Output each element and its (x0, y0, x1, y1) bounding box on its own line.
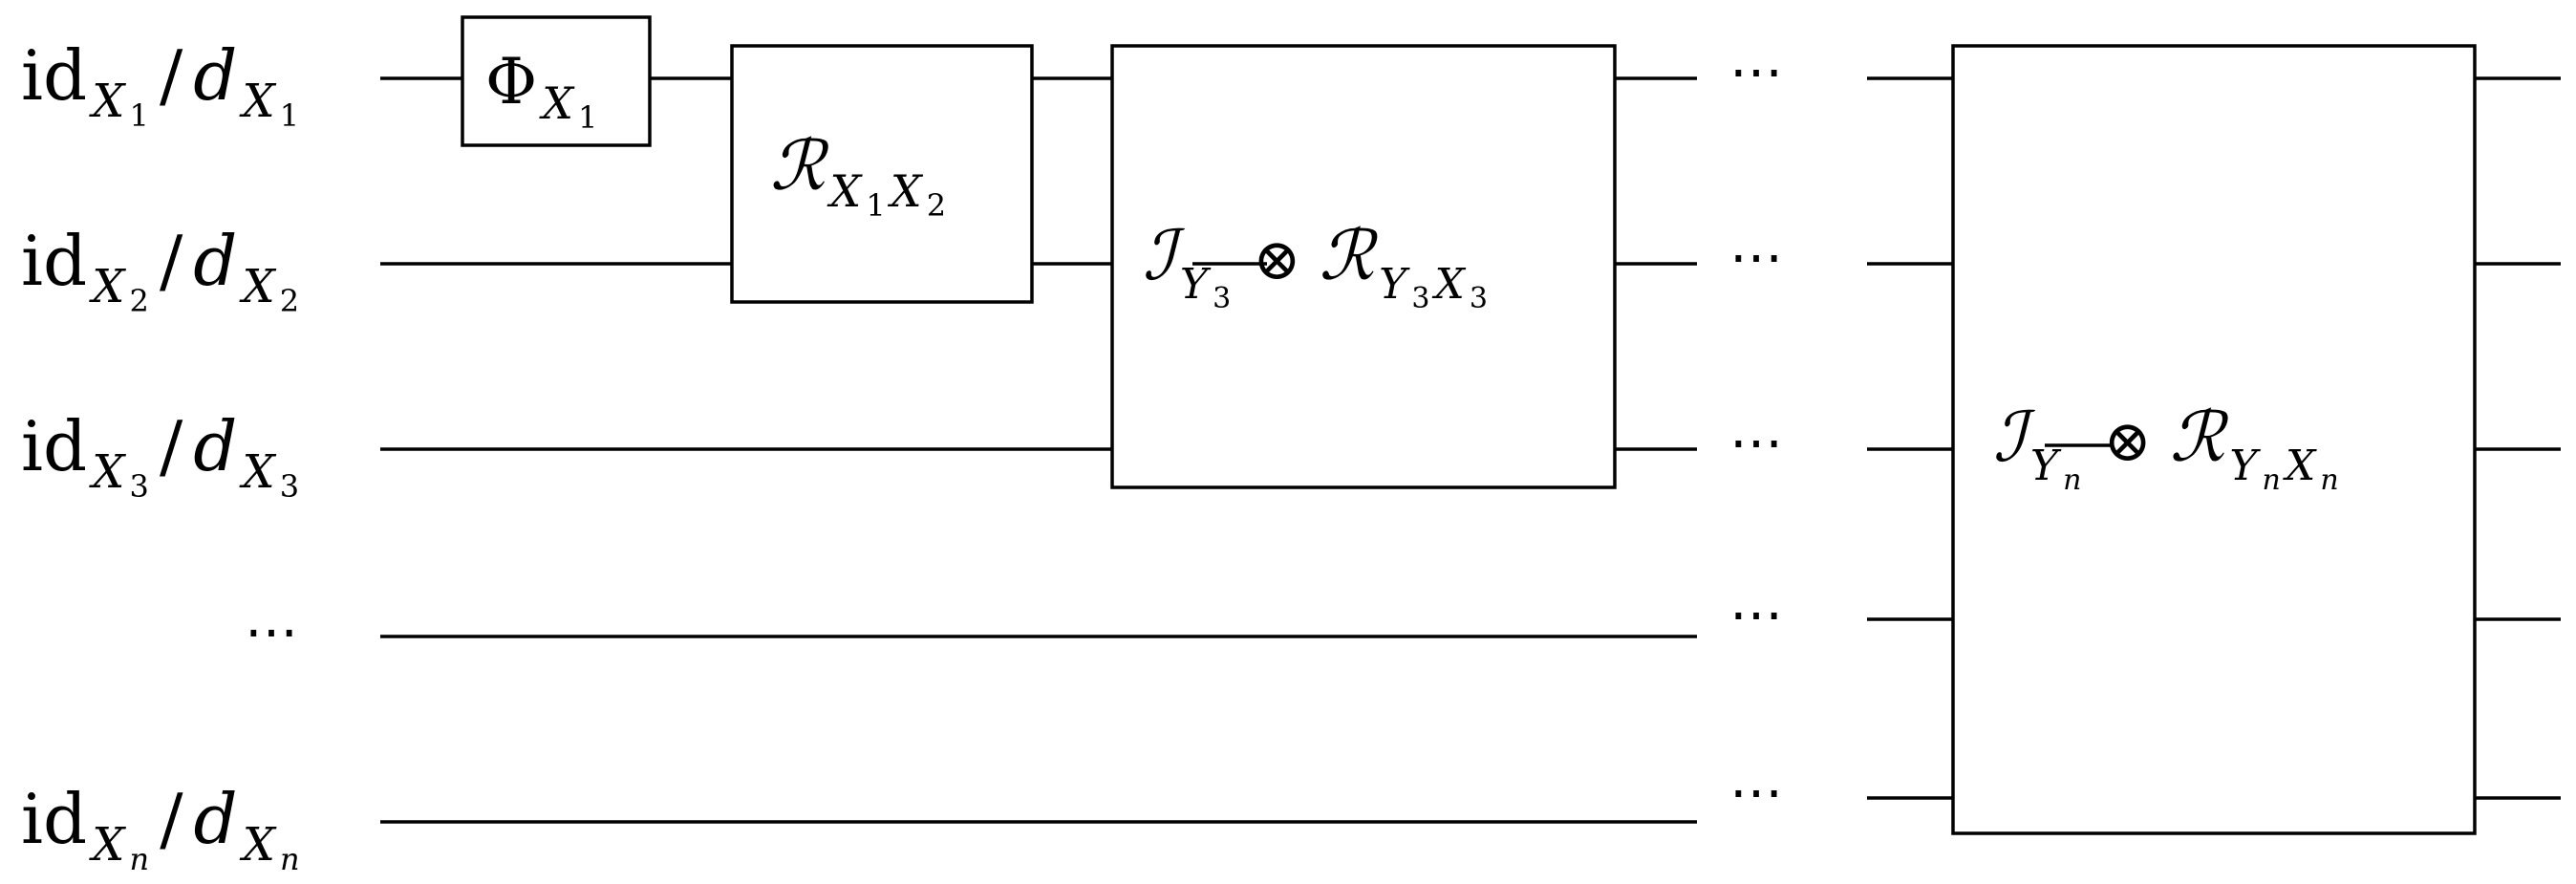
wire-label-3-subsub2: 3 (280, 468, 299, 505)
wire-label-n-subsub: n (129, 841, 149, 877)
wire-label-3-sub2: X (238, 445, 276, 499)
wire-label-1: id X 1 / d X 1 (21, 35, 299, 134)
gate-irn-r-sub-b: X (2283, 442, 2317, 490)
gate-r12-symbol: ℛ (770, 125, 829, 205)
gate-ir3-r-subsub-b: 3 (1470, 282, 1488, 315)
wire-label-1-subsub2: 1 (280, 97, 299, 134)
wire-label-3-sub: X (88, 445, 126, 499)
gate-ir3-r-subsub: 3 (1411, 282, 1429, 315)
wire-label-3: id X 3 / d X 3 (21, 406, 299, 505)
gate-irn-i-subsub: n (2063, 464, 2081, 497)
wire-label-3-main: id (21, 406, 87, 486)
ellipsis-row-1: ⋯ (1729, 41, 1796, 103)
wire-label-3-sep: / (160, 406, 183, 486)
wire-label-2-main: id (21, 221, 87, 301)
gate-irn: ℐ Y n ⊗ ℛ Y n X n (1951, 44, 2477, 835)
gate-irn-r-sub: Y (2229, 442, 2261, 490)
gate-irn-r-subsub: n (2263, 464, 2281, 497)
gate-phi-symbol: Φ (485, 45, 537, 119)
gate-ir3-r-sub: Y (1379, 260, 1410, 309)
wire-label-1-subsub: 1 (129, 97, 148, 134)
gate-ir3-box (1110, 44, 1617, 489)
gate-r12: ℛ X 1 X 2 (730, 44, 1034, 304)
ellipsis-row-3: ⋯ (1729, 412, 1796, 474)
wire-label-n-main2: d (194, 779, 238, 859)
ellipses: ⋯ ⋯ ⋯ ⋯ ⋯ (1729, 41, 1796, 824)
wire-label-3-subsub: 3 (129, 468, 148, 505)
wire-label-3-main2: d (193, 406, 237, 486)
gate-ir3-r-sub-b: X (1432, 260, 1467, 309)
gate-irn-box (1951, 44, 2477, 835)
wire-label-2-subsub2: 2 (280, 283, 299, 319)
gate-phi: Φ X 1 (461, 15, 652, 147)
wire-label-n-sub2: X (239, 818, 277, 872)
ellipsis-row-2: ⋯ (1729, 226, 1796, 289)
gate-r12-sub: X (827, 165, 864, 217)
wire-label-2: id X 2 / d X 2 (21, 221, 299, 319)
gate-phi-box (461, 15, 652, 147)
wire-label-2-subsub: 2 (129, 283, 148, 319)
wire-labels: id X 1 / d X 1 id X 2 / d X 2 id X 3 / d… (21, 35, 311, 877)
ellipsis-row-n: ⋯ (1729, 762, 1796, 824)
gate-r12-subsub: 1 (866, 187, 885, 224)
wire-label-n-main: id (21, 779, 87, 859)
gate-ir3-r-symbol: ℛ (1320, 215, 1379, 295)
wire-label-1-sep: / (160, 35, 183, 116)
wire-label-2-sep: / (160, 221, 183, 301)
ellipsis-row-4: ⋯ (1729, 584, 1796, 646)
gate-irn-r-subsub-b: n (2320, 464, 2338, 497)
gate-phi-label: Φ X 1 (485, 45, 597, 136)
gate-ir3-i-subsub: 3 (1213, 282, 1231, 315)
wire-label-2-sub2: X (238, 260, 276, 313)
gate-r12-box (730, 44, 1034, 304)
wires (380, 76, 2561, 824)
wire-label-n-sub: X (88, 818, 126, 872)
gate-irn-otimes: ⊗ (2103, 408, 2151, 475)
wire-label-1-main: id (21, 35, 87, 116)
wire-label-4-ellipsis: ⋯ (245, 601, 311, 663)
gate-ir3: ℐ Y 3 ⊗ ℛ Y 3 X 3 (1110, 44, 1617, 489)
wire-label-n-subsub2: n (280, 841, 300, 877)
wire-label-n: id X n / d X n (21, 779, 300, 877)
wire-label-1-sub2: X (238, 75, 276, 128)
gate-r12-sub-b: X (888, 165, 924, 217)
gate-phi-subsub: 1 (578, 99, 597, 136)
gate-r12-subsub-b: 2 (927, 187, 946, 224)
gate-irn-i-sub: Y (2030, 442, 2062, 490)
gate-irn-label: ℐ Y n ⊗ ℛ Y n X n (1993, 397, 2339, 497)
wire-label-1-sub: X (88, 75, 126, 128)
gate-irn-r-symbol: ℛ (2170, 397, 2229, 477)
wire-label-2-sub: X (88, 260, 126, 313)
gate-ir3-otimes: ⊗ (1253, 226, 1300, 293)
wire-label-2-main2: d (193, 221, 237, 301)
gate-ir3-i-sub: Y (1180, 260, 1212, 309)
wire-label-1-main2: d (193, 35, 237, 116)
gate-r12-label: ℛ X 1 X 2 (770, 125, 946, 224)
gate-phi-sub: X (539, 77, 575, 129)
wire-label-n-sep: / (160, 779, 183, 859)
